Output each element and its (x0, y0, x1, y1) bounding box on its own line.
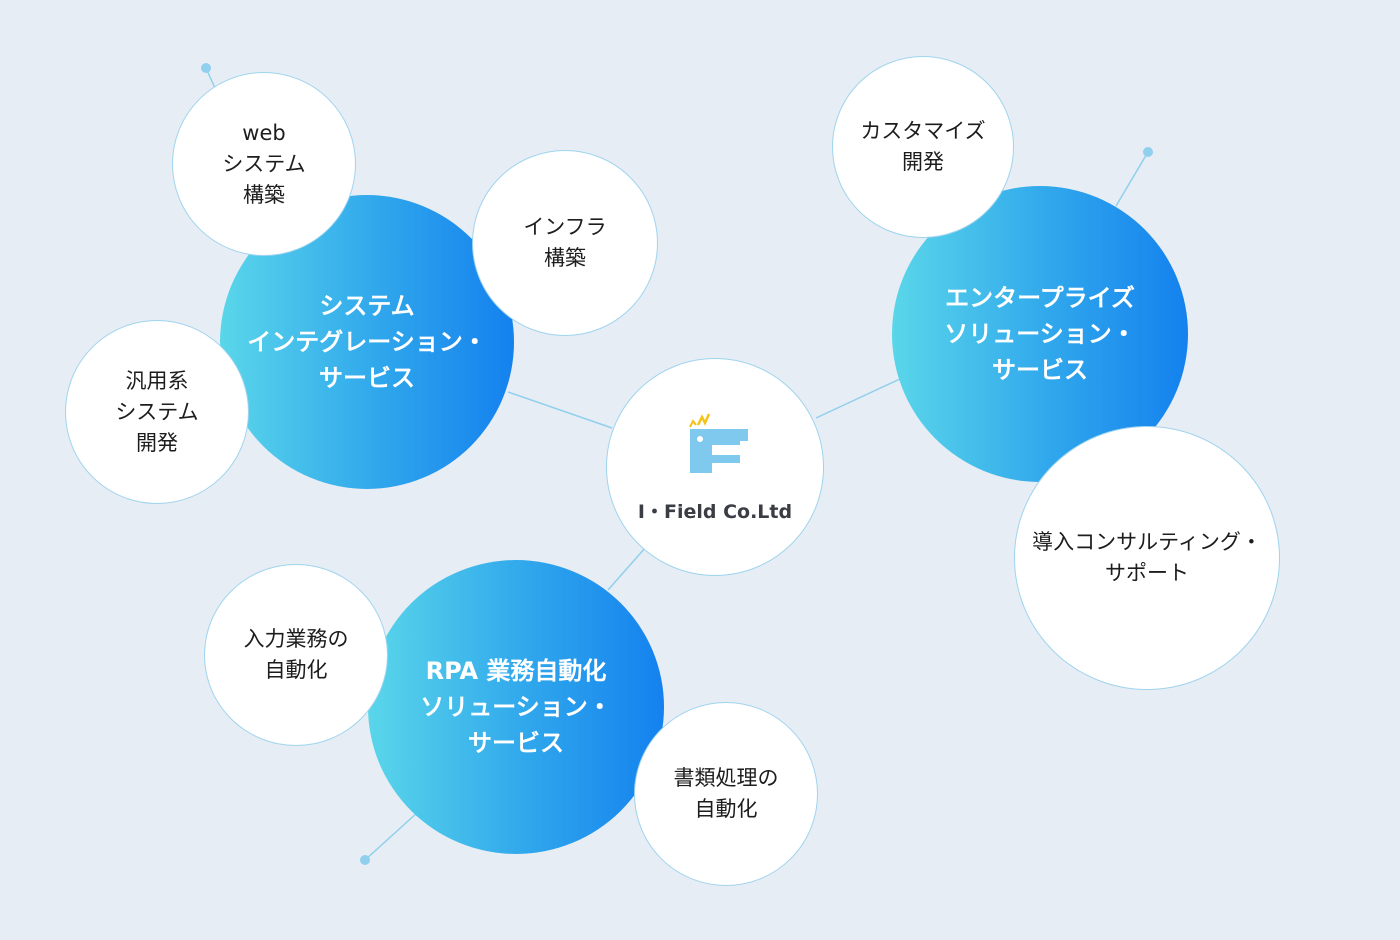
web-system-line-3: 構築 (243, 182, 285, 207)
input-automation-line-2: 自動化 (264, 658, 328, 682)
system-integration-label-line-2: インテグレーション・ (247, 328, 487, 356)
infra-line-2: 構築 (544, 246, 586, 270)
rpa-solution-circle: RPA 業務自動化 ソリューション・ サービス (368, 560, 664, 854)
connector-dot-web (201, 63, 211, 73)
connector-rpa-tail (364, 811, 419, 861)
enterprise-label-line-1: エンタープライズ (945, 284, 1135, 312)
rpa-label-line-2: ソリューション・ (420, 693, 612, 721)
company-name: I・Field Co.Ltd (637, 500, 793, 523)
document-automation-circle: 書類処理の 自動化 (634, 702, 818, 886)
general-system-line-2: システム (115, 399, 199, 424)
connector-center-enterprise (815, 377, 903, 419)
connector-dot-enterprise (1143, 147, 1153, 157)
consulting-line-1: 導入コンサルティング・ (1032, 530, 1262, 554)
i-field-logo-icon (689, 412, 748, 473)
general-system-line-3: 開発 (136, 430, 178, 455)
infra-line-1: インフラ (523, 215, 607, 239)
web-system-circle: web システム 構築 (172, 72, 356, 256)
infra-circle: インフラ 構築 (472, 150, 658, 336)
enterprise-label-line-3: サービス (992, 356, 1088, 384)
system-integration-label-line-3: サービス (319, 364, 415, 392)
company-center-circle: I・Field Co.Ltd (606, 358, 824, 576)
customize-line-2: 開発 (902, 150, 944, 174)
rpa-label-line-1: RPA 業務自動化 (425, 657, 607, 685)
customize-circle: カスタマイズ 開発 (832, 56, 1014, 238)
enterprise-label-line-2: ソリューション・ (944, 320, 1136, 348)
general-system-circle: 汎用系 システム 開発 (65, 320, 249, 504)
document-automation-line-1: 書類処理の (673, 766, 779, 790)
connector-center-rpa (607, 547, 646, 591)
connector-enterprise-tail (1115, 151, 1149, 207)
consulting-line-2: サポート (1105, 561, 1189, 585)
web-system-line-1: web (242, 120, 286, 145)
system-integration-label-line-1: システム (319, 292, 415, 320)
input-automation-circle: 入力業務の 自動化 (204, 564, 388, 746)
consulting-circle: 導入コンサルティング・ サポート (1014, 426, 1280, 690)
rpa-label-line-3: サービス (468, 729, 564, 757)
document-automation-line-2: 自動化 (694, 797, 758, 821)
connector-center-system (507, 391, 613, 429)
customize-line-1: カスタマイズ (860, 119, 986, 143)
web-system-line-2: システム (222, 151, 306, 176)
connector-dot-rpa (360, 855, 370, 865)
general-system-line-1: 汎用系 (125, 368, 189, 393)
input-automation-line-1: 入力業務の (243, 627, 349, 651)
